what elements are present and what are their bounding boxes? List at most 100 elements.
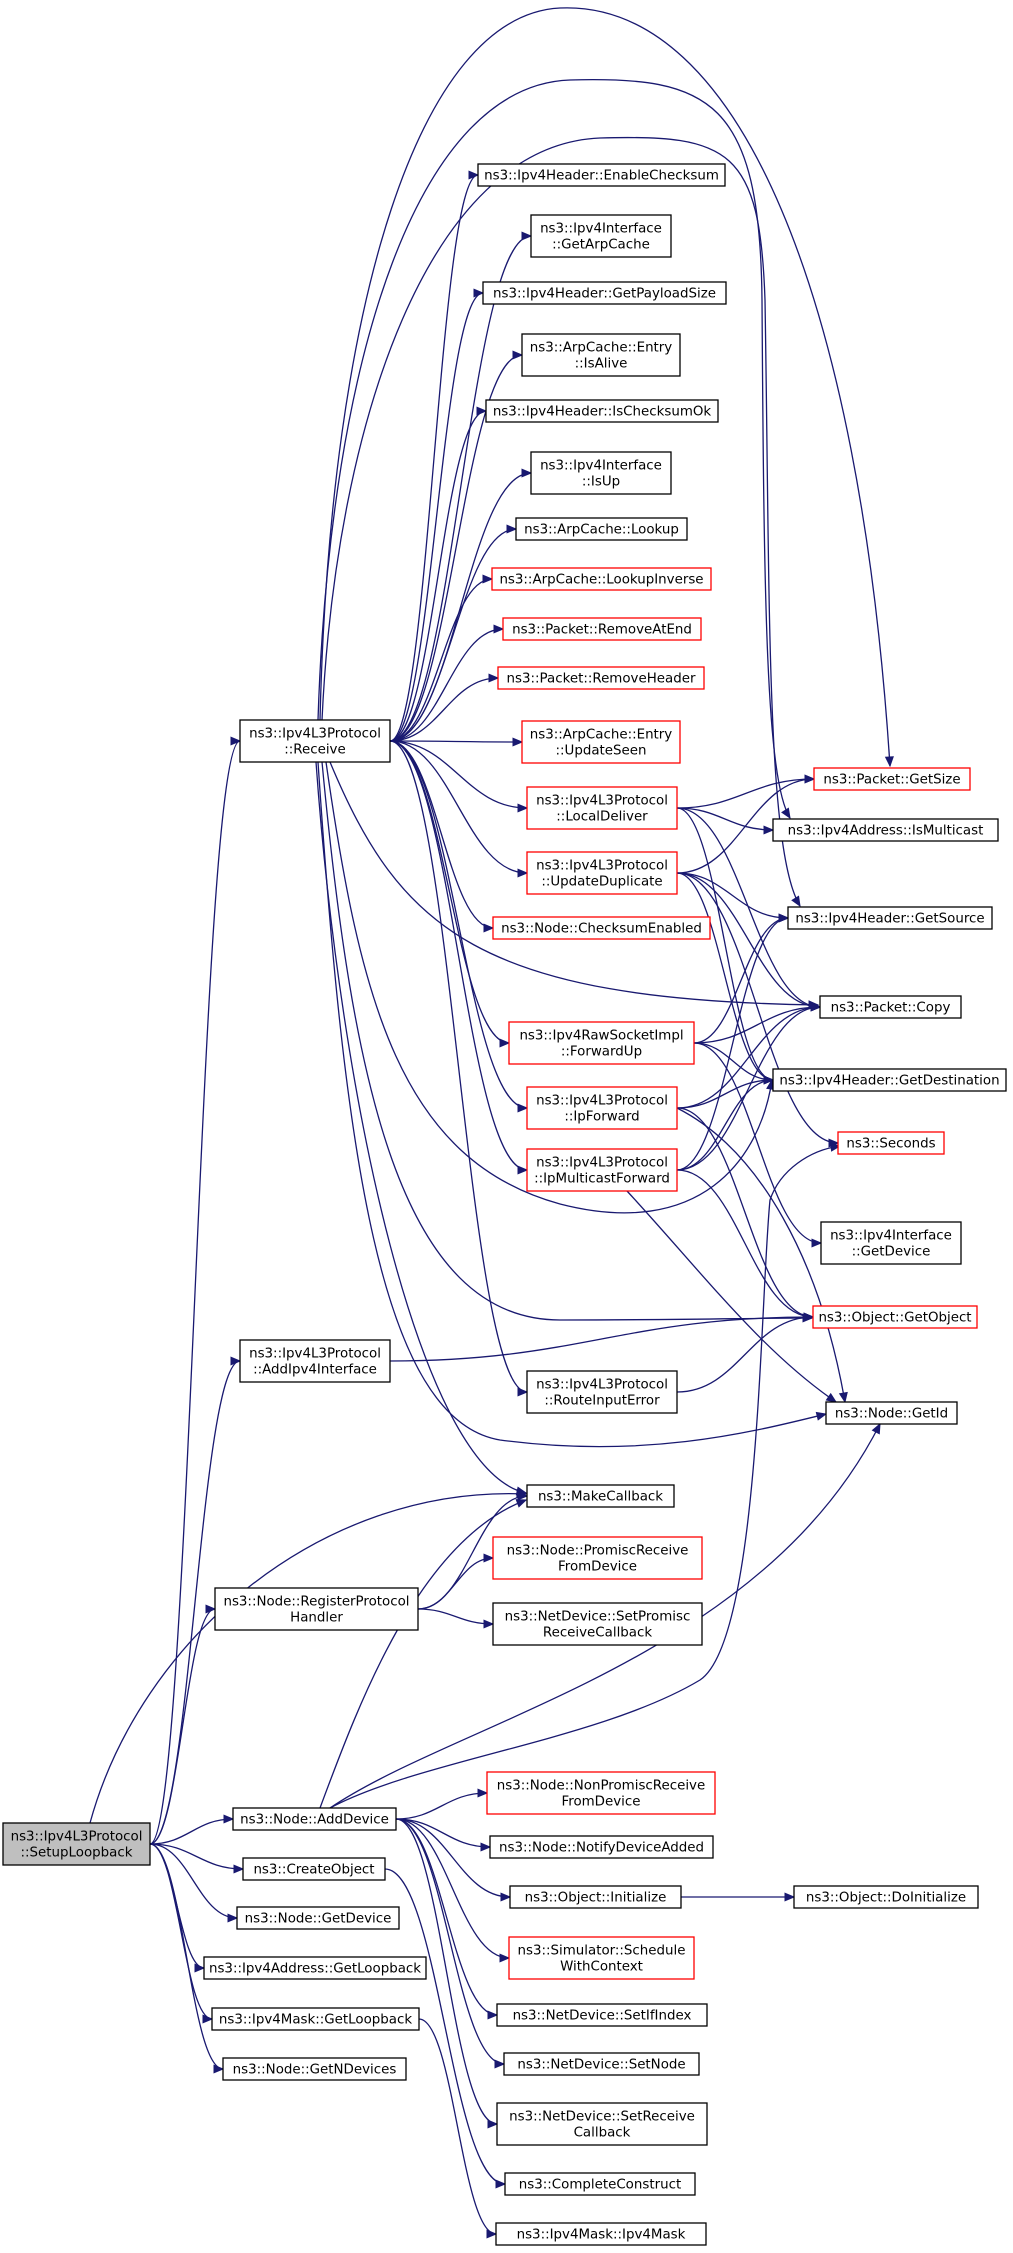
node-is-checksum-ok[interactable]: ns3::Ipv4Header::IsChecksumOk xyxy=(485,399,719,423)
node-get-arp-cache[interactable]: ns3::Ipv4Interface::GetArpCache xyxy=(530,214,672,258)
node-add-ipv4-interface[interactable]: ns3::Ipv4L3Protocol::AddIpv4Interface xyxy=(239,1339,391,1383)
node-box xyxy=(825,1401,958,1425)
node-update-seen[interactable]: ns3::ArpCache::Entry::UpdateSeen xyxy=(521,720,681,764)
node-label: ns3::Ipv4L3Protocol xyxy=(249,727,381,742)
node-update-duplicate[interactable]: ns3::Ipv4L3Protocol::UpdateDuplicate xyxy=(526,851,678,895)
node-object-initialize[interactable]: ns3::Object::Initialize xyxy=(509,1885,682,1909)
edges-layer xyxy=(89,7,894,2239)
node-remove-header[interactable]: ns3::Packet::RemoveHeader xyxy=(497,666,705,690)
node-receive[interactable]: ns3::Ipv4L3Protocol::Receive xyxy=(239,719,391,763)
node-arp-lookup-inverse[interactable]: ns3::ArpCache::LookupInverse xyxy=(491,567,712,591)
node-object-do-initialize[interactable]: ns3::Object::DoInitialize xyxy=(793,1885,979,1909)
node-label: ns3::Ipv4Header::GetDestination xyxy=(779,1074,999,1089)
node-is-multicast[interactable]: ns3::Ipv4Address::IsMulticast xyxy=(772,818,999,842)
node-node-get-device[interactable]: ns3::Node::GetDevice xyxy=(236,1906,400,1930)
call-edge xyxy=(89,1489,528,1824)
call-edge xyxy=(389,524,518,742)
node-checksum-enabled[interactable]: ns3::Node::ChecksumEnabled xyxy=(492,916,711,940)
node-set-node[interactable]: ns3::NetDevice::SetNode xyxy=(503,2052,700,2076)
node-entry-is-alive[interactable]: ns3::ArpCache::Entry::IsAlive xyxy=(521,333,681,377)
node-node-get-id[interactable]: ns3::Node::GetId xyxy=(825,1401,958,1425)
call-edge xyxy=(389,673,500,742)
node-box xyxy=(486,1771,716,1815)
node-forward-up[interactable]: ns3::Ipv4RawSocketImpl::ForwardUp xyxy=(508,1021,695,1065)
node-box xyxy=(495,2222,707,2246)
node-ip-multicast-forward[interactable]: ns3::Ipv4L3Protocol::IpMulticastForward xyxy=(526,1148,678,1192)
call-edge xyxy=(389,740,495,933)
node-label: ns3::Ipv4Header::GetSource xyxy=(795,912,984,927)
node-box xyxy=(787,906,993,930)
node-node-get-ndevices[interactable]: ns3::Node::GetNDevices xyxy=(222,2057,407,2081)
node-get-payload-size[interactable]: ns3::Ipv4Header::GetPayloadSize xyxy=(482,281,727,305)
node-box xyxy=(772,818,999,842)
node-packet-get-size[interactable]: ns3::Packet::GetSize xyxy=(813,767,971,791)
call-edge xyxy=(389,170,480,742)
node-seconds[interactable]: ns3::Seconds xyxy=(837,1131,945,1155)
node-complete-construct[interactable]: ns3::CompleteConstruct xyxy=(504,2172,696,2196)
node-create-object[interactable]: ns3::CreateObject xyxy=(242,1857,386,1881)
node-enable-checksum[interactable]: ns3::Ipv4Header::EnableChecksum xyxy=(477,163,726,187)
call-edge xyxy=(389,624,505,742)
node-box xyxy=(504,2172,696,2196)
node-label: ::IsAlive xyxy=(575,357,628,372)
node-interface-get-device[interactable]: ns3::Ipv4Interface::GetDevice xyxy=(820,1221,962,1265)
node-box xyxy=(485,399,719,423)
call-edge xyxy=(389,740,529,878)
node-ipv4mask-get-loopback[interactable]: ns3::Ipv4Mask::GetLoopback xyxy=(211,2007,420,2031)
node-ipv4mask-ipv4mask[interactable]: ns3::Ipv4Mask::Ipv4Mask xyxy=(495,2222,707,2246)
call-edge xyxy=(389,574,494,742)
call-edge xyxy=(389,231,533,742)
call-edge xyxy=(676,1075,775,1109)
node-label: ns3::Seconds xyxy=(846,1137,935,1152)
node-get-destination[interactable]: ns3::Ipv4Header::GetDestination xyxy=(772,1068,1007,1092)
node-box xyxy=(813,767,971,791)
node-label: FromDevice xyxy=(562,1795,641,1810)
call-edge xyxy=(676,1107,815,1322)
call-edge xyxy=(693,1042,823,1248)
node-notify-device-added[interactable]: ns3::Node::NotifyDeviceAdded xyxy=(489,1835,714,1859)
node-set-if-index[interactable]: ns3::NetDevice::SetIfIndex xyxy=(496,2003,708,2027)
node-interface-is-up[interactable]: ns3::Ipv4Interface::IsUp xyxy=(530,451,672,495)
node-label: ::ForwardUp xyxy=(561,1045,642,1060)
node-get-source[interactable]: ns3::Ipv4Header::GetSource xyxy=(787,906,993,930)
node-label: ns3::NetDevice::SetNode xyxy=(517,2058,685,2073)
node-object-get-object[interactable]: ns3::Object::GetObject xyxy=(812,1305,978,1329)
node-box xyxy=(482,281,727,305)
node-ipv4address-get-loopback[interactable]: ns3::Ipv4Address::GetLoopback xyxy=(203,1956,427,1980)
node-box xyxy=(236,1906,400,1930)
node-label: ns3::Node::RegisterProtocol xyxy=(223,1595,409,1610)
node-box xyxy=(211,2007,420,2031)
node-add-device[interactable]: ns3::Node::AddDevice xyxy=(232,1807,397,1831)
node-label: ns3::CreateObject xyxy=(253,1863,374,1878)
call-edge xyxy=(149,1843,245,1874)
node-remove-at-end[interactable]: ns3::Packet::RemoveAtEnd xyxy=(502,617,702,641)
node-set-promisc-receive-callback[interactable]: ns3::NetDevice::SetPromiscReceiveCallbac… xyxy=(492,1602,703,1646)
node-label: ns3::Node::ChecksumEnabled xyxy=(501,922,702,937)
node-label: ns3::Ipv4Header::EnableChecksum xyxy=(484,169,719,184)
node-route-input-error[interactable]: ns3::Ipv4L3Protocol::RouteInputError xyxy=(526,1370,678,1414)
node-box xyxy=(492,1602,703,1646)
node-label: ::IpMulticastForward xyxy=(534,1172,670,1187)
node-box xyxy=(526,1086,678,1130)
node-ip-forward[interactable]: ns3::Ipv4L3Protocol::IpForward xyxy=(526,1086,678,1130)
call-edge xyxy=(329,1142,842,1809)
node-make-callback[interactable]: ns3::MakeCallback xyxy=(526,1484,675,1508)
node-packet-copy[interactable]: ns3::Packet::Copy xyxy=(819,995,962,1019)
node-label: ns3::NetDevice::SetIfIndex xyxy=(513,2009,692,2024)
node-label: ns3::Packet::GetSize xyxy=(823,773,960,788)
node-local-deliver[interactable]: ns3::Ipv4L3Protocol::LocalDeliver xyxy=(526,786,678,830)
nodes-layer: ns3::Ipv4L3Protocol::SetupLoopbackns3::I… xyxy=(2,163,1007,2246)
node-label: ns3::Node::GetId xyxy=(835,1407,948,1422)
node-label: ns3::Object::DoInitialize xyxy=(806,1891,966,1906)
node-box xyxy=(526,1370,678,1414)
node-box xyxy=(239,1339,391,1383)
node-setup-loopback[interactable]: ns3::Ipv4L3Protocol::SetupLoopback xyxy=(2,1822,151,1866)
call-edge xyxy=(676,1002,822,1109)
node-arp-lookup[interactable]: ns3::ArpCache::Lookup xyxy=(515,517,688,541)
